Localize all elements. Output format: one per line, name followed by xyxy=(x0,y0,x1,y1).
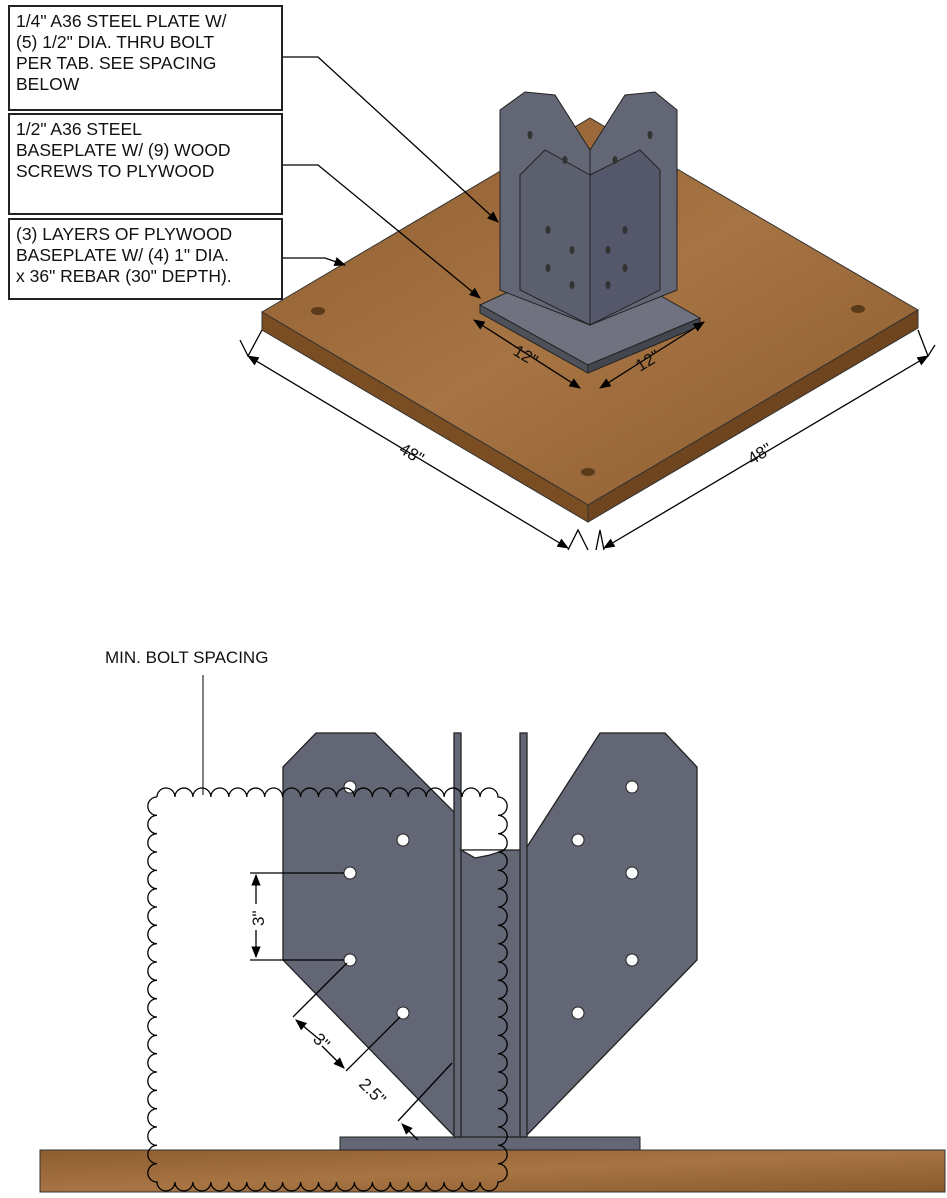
dim-3-diagonal: 3" xyxy=(309,1029,333,1053)
dim-48-left: 48" xyxy=(396,439,427,468)
baseplate-elevation xyxy=(339,1136,641,1151)
leader-lines xyxy=(283,56,499,299)
note-baseplate: 1/2" A36 STEEL BASEPLATE W/ (9) WOOD SCR… xyxy=(8,113,283,215)
dim-48-right: 48" xyxy=(744,439,775,468)
note-plywood: (3) LAYERS OF PLYWOOD BASEPLATE W/ (4) 1… xyxy=(8,218,283,300)
cloud-label: MIN. BOLT SPACING xyxy=(105,648,268,667)
iso-dimensions xyxy=(239,319,936,551)
revision-cloud xyxy=(147,787,508,1192)
elevation-dimensions xyxy=(250,872,453,1141)
steel-post-iso xyxy=(499,91,678,326)
note-steel-plate: 1/4" A36 STEEL PLATE W/ (5) 1/2" DIA. TH… xyxy=(8,5,283,111)
steel-tabs-elevation xyxy=(282,732,698,1139)
dim-3-vertical: 3" xyxy=(249,911,268,927)
dim-2-5-edge: 2.5" xyxy=(355,1074,389,1108)
